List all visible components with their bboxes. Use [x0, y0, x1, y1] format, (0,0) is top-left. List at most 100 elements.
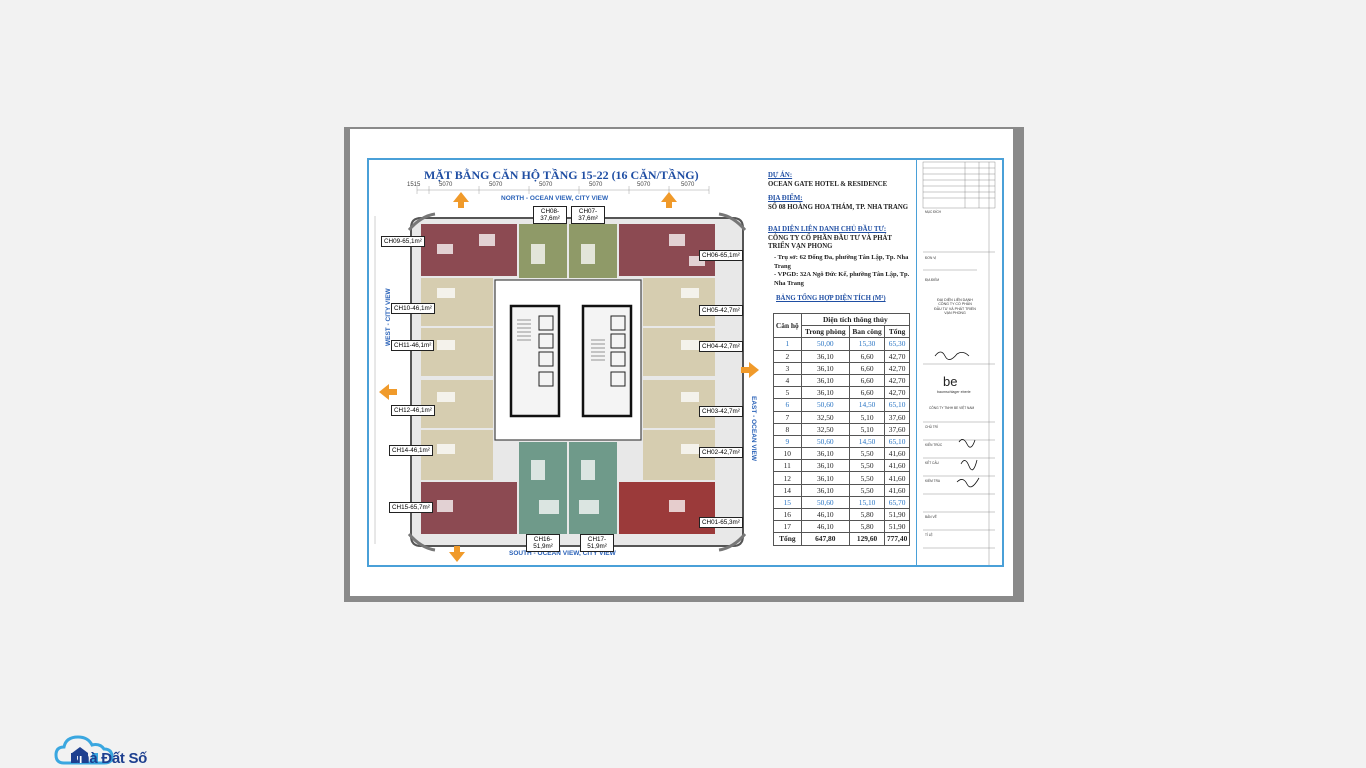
- cell-total: 37,60: [884, 410, 910, 424]
- drawing-frame: MẶT BẰNG CĂN HỘ TẦNG 15-22 (16 CĂN/TẦNG)…: [367, 158, 1004, 567]
- cell-room: 50,60: [800, 495, 850, 510]
- cell-unit: 10: [773, 447, 802, 461]
- stair-hatch: [517, 319, 605, 361]
- brand-company: CÔNG TY TNHH BE VIỆT NAM: [929, 406, 975, 410]
- direction-arrows: [379, 192, 759, 562]
- furniture: [437, 234, 705, 514]
- col-group-header: Diện tích thông thủy: [800, 312, 911, 327]
- cell-unit: 9: [773, 434, 802, 449]
- cell-unit: 7: [773, 410, 802, 424]
- core-left: [509, 304, 561, 418]
- cell-total: 42,70: [884, 386, 910, 400]
- cell-unit: 2: [773, 349, 802, 363]
- table-total-row: Tổng 647,80 129,60 777,40: [773, 532, 910, 546]
- total-room: 647,80: [800, 532, 850, 546]
- north-view-label: NORTH - OCEAN VIEW, CITY VIEW: [501, 195, 609, 202]
- nhadatso-logo-icon: [54, 735, 114, 765]
- col-total-header: Tổng: [884, 325, 910, 339]
- unit-label-ch14: CH14-46,1m²: [389, 445, 433, 456]
- cell-balcony: 5,50: [848, 459, 886, 473]
- unit-ch04-shape: [643, 328, 715, 376]
- cell-total: 51,90: [884, 507, 910, 522]
- total-balcony: 129,60: [848, 532, 886, 546]
- cell-total: 41,60: [884, 483, 910, 497]
- dimension-label: 5070: [589, 182, 603, 188]
- cell-unit: 14: [773, 483, 802, 497]
- dimension-label: 5070: [439, 182, 453, 188]
- project-name: OCEAN GATE HOTEL & RESIDENCE: [768, 181, 888, 188]
- watermark-text: Nhà Đất Số: [70, 750, 148, 767]
- total-label: Tổng: [773, 532, 802, 546]
- address-item: - Trụ sở: 62 Đống Đa, phường Tân Lập, Tp…: [774, 254, 909, 270]
- cell-balcony: 14,50: [848, 434, 886, 449]
- dimension-label: 5070: [681, 182, 695, 188]
- col-room-header: Trong phòng: [800, 325, 850, 339]
- cell-room: 50,60: [800, 434, 850, 449]
- address-item: - VPGD: 32A Ngô Đức Kế, phường Tân Lập, …: [774, 271, 910, 287]
- cell-balcony: 5,50: [848, 483, 886, 497]
- dimension-label: 5070: [489, 182, 503, 188]
- col-unit-header: Căn hộ: [773, 312, 802, 339]
- cell-room: 50,00: [800, 337, 850, 351]
- east-view-label: EAST - OCEAN VIEW: [750, 396, 757, 462]
- cell-room: 46,10: [800, 507, 850, 522]
- unit-label-ch04: CH04-42,7m²: [699, 341, 743, 352]
- cell-total: 41,60: [884, 447, 910, 461]
- investor-heading: ĐẠI DIỆN LIÊN DANH CHỦ ĐẦU TƯ:: [768, 226, 887, 233]
- unit-label-ch05: CH05-42,7m²: [699, 305, 743, 316]
- drawing-sheet: MẶT BẰNG CĂN HỘ TẦNG 15-22 (16 CĂN/TẦNG)…: [350, 129, 1013, 596]
- cell-room: 36,10: [800, 459, 850, 473]
- cell-balcony: 6,60: [848, 361, 886, 375]
- unit-label-ch15: CH15-65,7m²: [389, 502, 433, 513]
- cell-balcony: 5,50: [848, 471, 886, 485]
- unit-ch03-shape: [643, 380, 715, 428]
- cell-total: 42,70: [884, 361, 910, 375]
- cell-balcony: 5,10: [848, 410, 886, 424]
- cell-unit: 16: [773, 507, 802, 522]
- unit-label-ch08: CH08-37,6m²: [533, 206, 567, 224]
- unit-label-ch02: CH02-42,7m²: [699, 447, 743, 458]
- lift-shafts: [538, 315, 626, 387]
- cell-total: 51,90: [884, 520, 910, 534]
- unit-label-ch16: CH16-51,9m²: [526, 534, 560, 552]
- investor-text: CÔNG TY CỔ PHẦN ĐẦU TƯ VÀ PHÁT TRIỂN VẠN…: [768, 235, 892, 250]
- brand-mark: be: [943, 374, 958, 389]
- cell-room: 36,10: [800, 471, 850, 485]
- dimension-label: 5070: [539, 182, 553, 188]
- core-right: [581, 304, 633, 418]
- unit-ch12-shape: [421, 380, 493, 428]
- cell-balcony: 15,10: [848, 495, 886, 510]
- east-arrow-icon: [741, 362, 759, 378]
- cell-unit: 6: [773, 398, 802, 412]
- unit-ch14-shape: [421, 430, 493, 480]
- cell-room: 36,10: [800, 373, 850, 388]
- cell-unit: 17: [773, 520, 802, 534]
- col-balcony-header: Ban công: [848, 325, 886, 339]
- cell-balcony: 5,10: [848, 422, 886, 436]
- cell-room: 36,10: [800, 386, 850, 400]
- unit-label-ch11: CH11-46,1m²: [391, 340, 435, 351]
- cell-total: 65,30: [884, 337, 910, 351]
- unit-label-ch09: CH09-65,1m²: [381, 236, 425, 247]
- title-block: MỤC ĐÍCH ĐƠN VỊ ĐỊA ĐIỂM ĐẠI DIỆN LIÊN D…: [916, 160, 1003, 565]
- total-all: 777,40: [884, 532, 910, 546]
- unit-label-ch10: CH10-46,1m²: [391, 303, 435, 314]
- unit-ch15-shape: [421, 482, 517, 534]
- unit-ch16-shape: [519, 442, 567, 534]
- cell-room: 36,10: [800, 483, 850, 497]
- title-block-lines: [922, 161, 996, 565]
- floor-plan: MẶT BẰNG CĂN HỘ TẦNG 15-22 (16 CĂN/TẦNG)…: [369, 160, 762, 565]
